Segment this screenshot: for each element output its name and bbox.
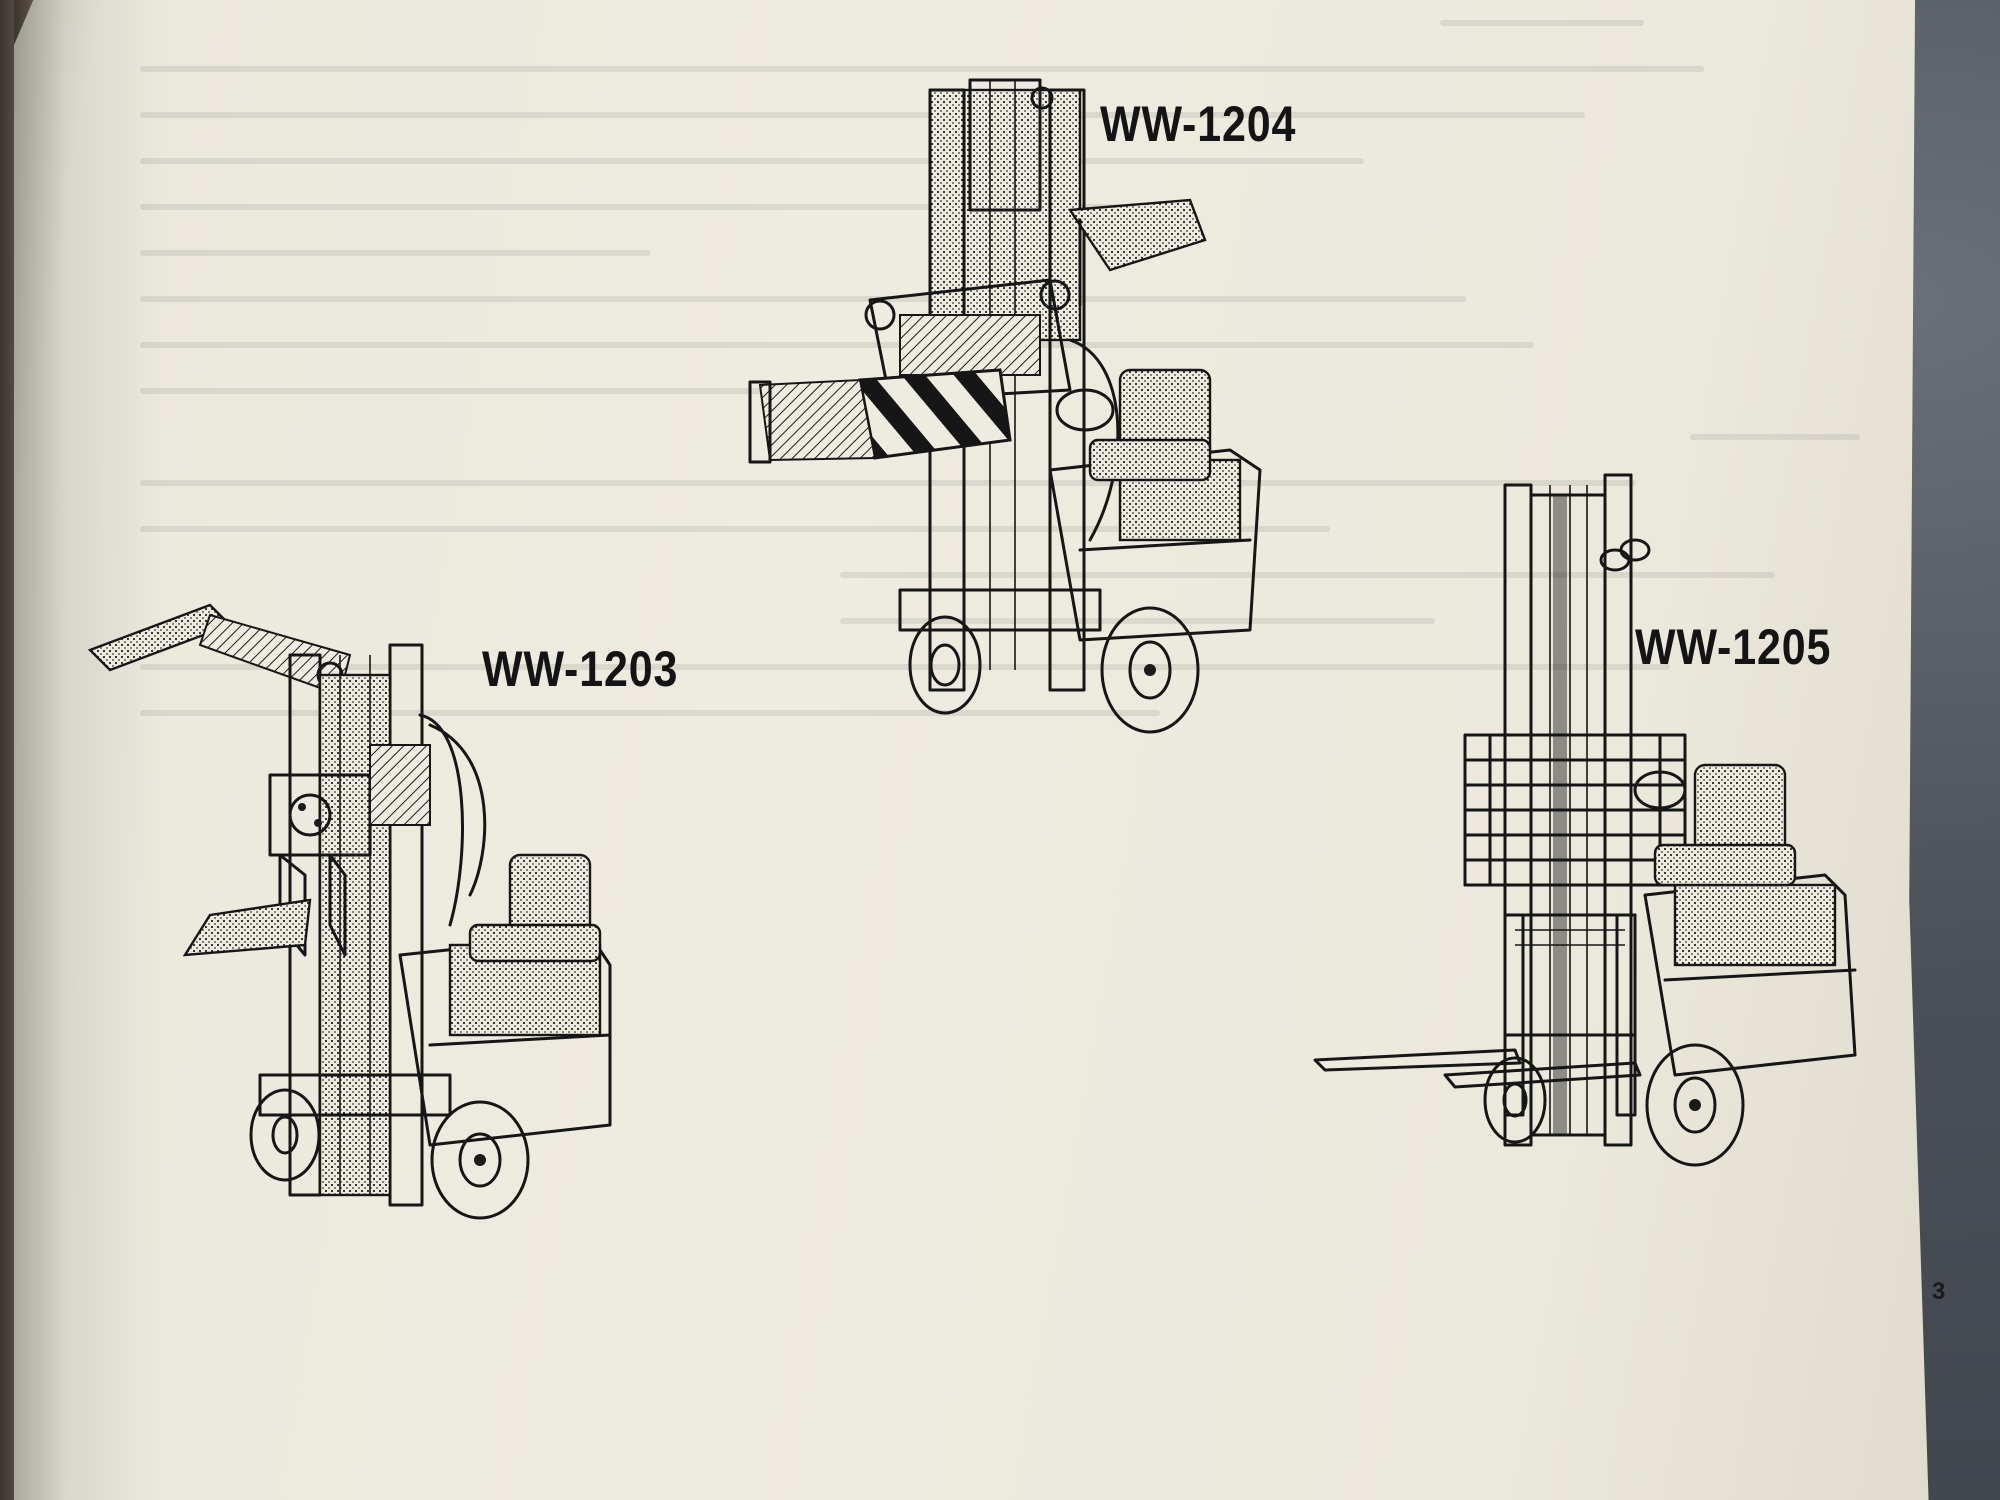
model-label-ww-1205: WW-1205: [1635, 619, 1832, 675]
model-label-ww-1204: WW-1204: [1100, 96, 1297, 152]
model-label-ww-1203: WW-1203: [482, 641, 679, 697]
forklift-ww-1203-illustration: [87, 603, 612, 1220]
page-number: 3: [1932, 1278, 1946, 1305]
forklift-ww-1204-illustration: [748, 78, 1262, 734]
forklift-ww-1205-illustration: [1313, 473, 1857, 1167]
